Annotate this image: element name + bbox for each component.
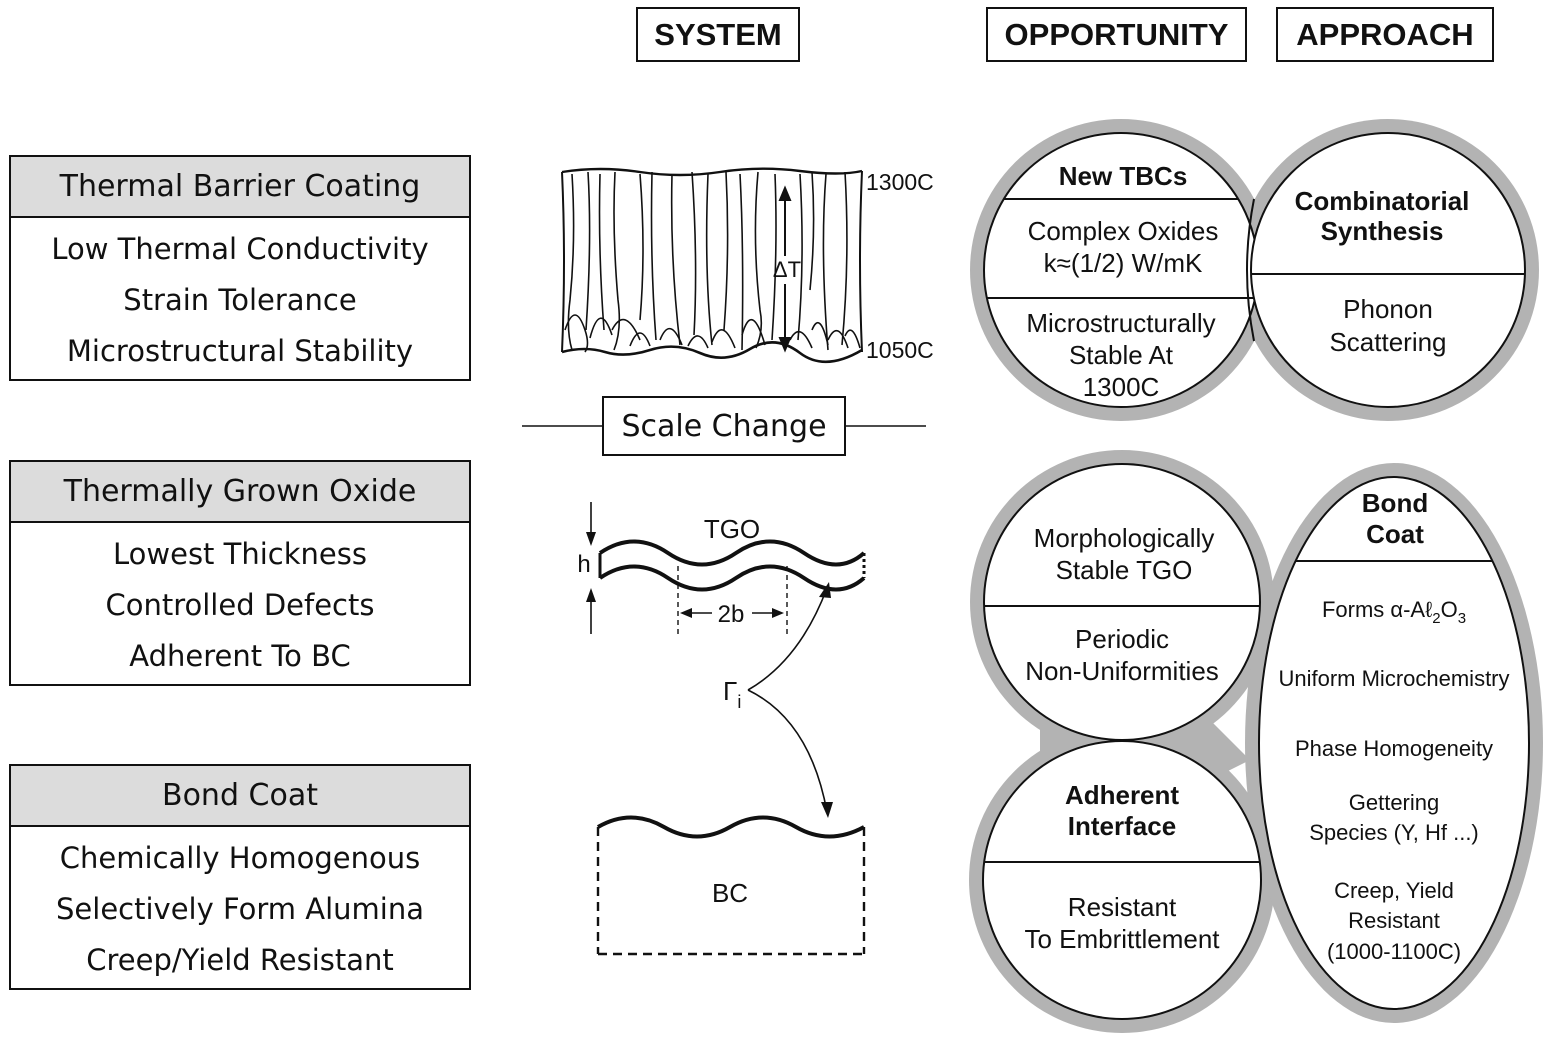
tgo-opportunity-circle (983, 463, 1261, 741)
interface-energy-arrows (747, 587, 828, 813)
morph-line1: Morphologically (1034, 523, 1215, 553)
layer-item: Low Thermal Conductivity (51, 231, 429, 266)
creep-line3: (1000-1100C) (1327, 939, 1461, 964)
header-approach: APPROACH (1276, 7, 1494, 62)
gettering-line2: Species (Y, Hf ...) (1309, 820, 1479, 845)
top-lens-outline (1246, 198, 1255, 342)
bond-coat-title-line1: Bond (1362, 488, 1428, 518)
gamma-label: Γi (723, 676, 741, 712)
layer-item: Microstructural Stability (66, 333, 414, 368)
layer-box-bond-coat: Bond Coat Chemically Homogenous Selectiv… (9, 764, 471, 990)
uniform-microchemistry: Uniform Microchemistry (1278, 666, 1509, 691)
bond-coat-block (596, 815, 866, 956)
bond-coat-approach-ellipse (1258, 476, 1530, 1010)
header-opportunity: OPPORTUNITY (986, 7, 1247, 62)
interface-opportunity-circle (982, 740, 1262, 1020)
periodic-line1: Periodic (1075, 624, 1169, 654)
layer-item: Controlled Defects (105, 587, 375, 622)
stable-line3: 1300C (1083, 372, 1160, 402)
layer-box-tbc: Thermal Barrier Coating Low Thermal Cond… (9, 155, 471, 381)
layer-item: Adherent To BC (129, 638, 351, 673)
delta-t-arrow (778, 185, 792, 353)
layer-item: Strain Tolerance (123, 282, 357, 317)
forms-prefix: Forms α-Aℓ (1322, 597, 1433, 622)
resistant-line2: To Embrittlement (1024, 924, 1220, 954)
stable-line2: Stable At (1069, 340, 1174, 370)
temp-top-label: 1300C (866, 169, 934, 195)
gamma-subscript: i (737, 692, 741, 712)
layer-title: Thermally Grown Oxide (11, 462, 469, 523)
combinatorial-synthesis-circle (1250, 132, 1526, 408)
forms-alumina-line: Forms α-Aℓ2O3 (1322, 597, 1466, 627)
combinatorial-title-line1: Combinatorial (1295, 186, 1470, 216)
periodic-line2: Non-Uniformities (1025, 656, 1219, 686)
tbc-microstructure (561, 167, 863, 364)
adherent-title-line2: Interface (1068, 811, 1176, 841)
bond-coat-title-line2: Coat (1366, 519, 1424, 549)
tgo-arrowheads (586, 532, 784, 618)
new-tbcs-title: New TBCs (1059, 161, 1188, 191)
gamma-symbol: Γ (723, 676, 737, 706)
phase-homogeneity: Phase Homogeneity (1295, 736, 1493, 761)
temp-bottom-label: 1050C (866, 337, 934, 363)
layer-title: Thermal Barrier Coating (11, 157, 469, 218)
thickness-label: h (577, 551, 590, 578)
layer-item: Lowest Thickness (113, 536, 367, 571)
layer-item: Selectively Form Alumina (56, 891, 424, 926)
bc-label: BC (712, 878, 748, 908)
layer-item: Chemically Homogenous (59, 840, 421, 875)
phonon-line2: Scattering (1329, 327, 1446, 357)
adherent-title-line1: Adherent (1065, 780, 1179, 810)
layer-title: Bond Coat (11, 766, 469, 827)
layer-box-tgo: Thermally Grown Oxide Lowest Thickness C… (9, 460, 471, 686)
forms-sub-2: 3 (1458, 610, 1466, 627)
combinatorial-title-line2: Synthesis (1321, 216, 1444, 246)
complex-oxides-line2: k≈(1/2) W/mK (1044, 248, 1203, 278)
resistant-line1: Resistant (1068, 892, 1177, 922)
delta-t-label: ΔT (773, 257, 801, 282)
tgo-label: TGO (704, 514, 760, 544)
stable-line1: Microstructurally (1026, 308, 1215, 338)
creep-line2: Resistant (1348, 908, 1440, 933)
interface-energy-arrowheads (819, 582, 833, 818)
scale-change-box: Scale Change (602, 396, 846, 456)
morph-line2: Stable TGO (1056, 555, 1193, 585)
tgo-layer (590, 502, 866, 634)
creep-line1: Creep, Yield (1334, 878, 1454, 903)
layer-item: Creep/Yield Resistant (86, 942, 394, 977)
phonon-line1: Phonon (1343, 294, 1433, 324)
complex-oxides-line1: Complex Oxides (1028, 216, 1219, 246)
forms-sub-1: 2 (1432, 610, 1440, 627)
header-system: SYSTEM (636, 7, 800, 62)
gettering-line1: Gettering (1349, 790, 1440, 815)
forms-mid: O (1441, 597, 1458, 622)
new-tbcs-circle (983, 132, 1259, 408)
period-label: 2b (718, 601, 745, 628)
